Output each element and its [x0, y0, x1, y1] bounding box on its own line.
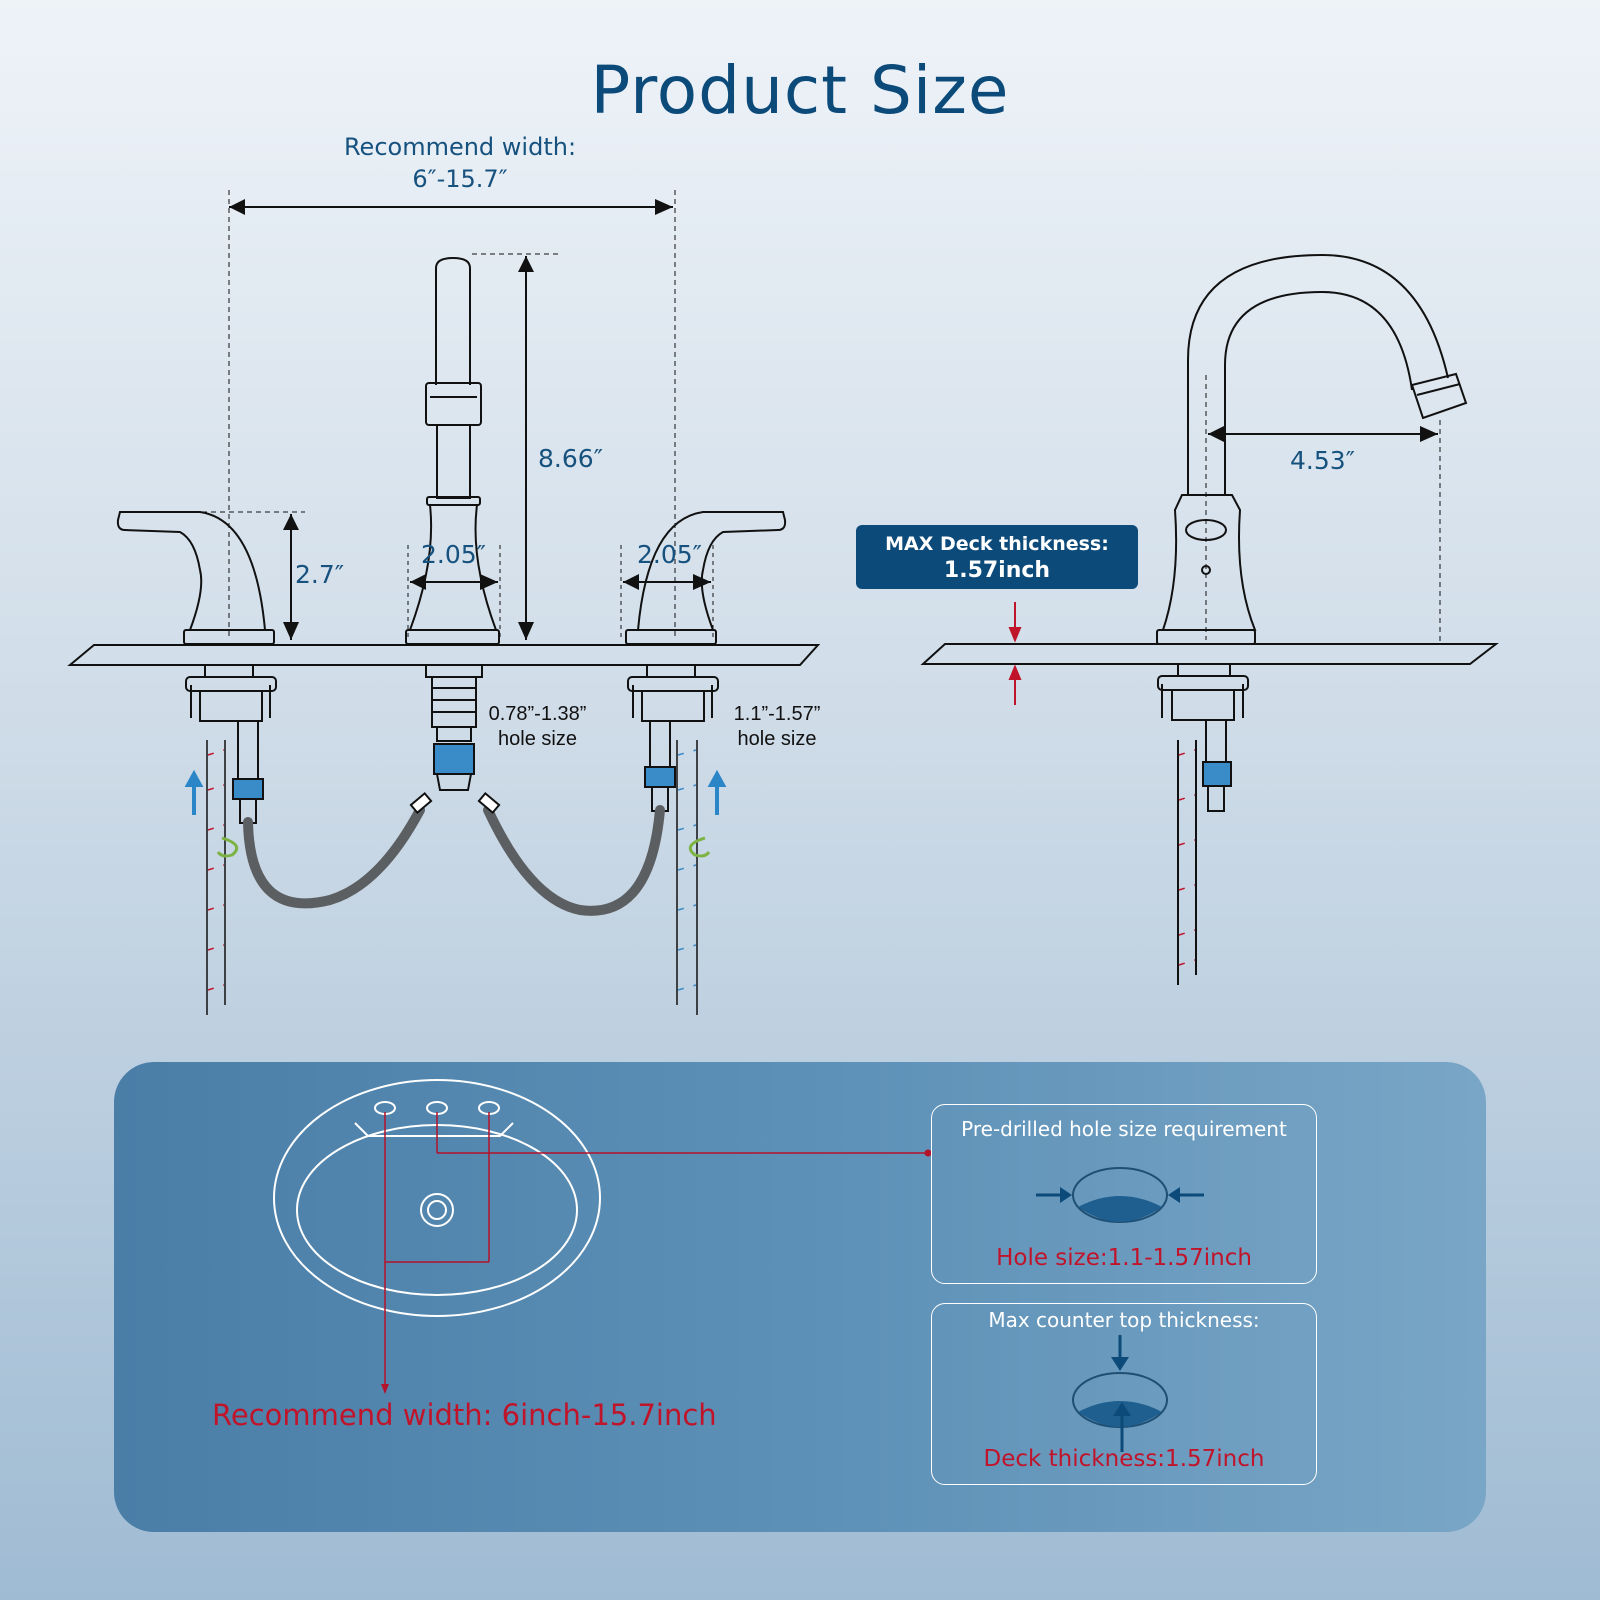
deck-thickness-arrows: [1008, 602, 1022, 705]
rotate-arrow-icons: [216, 836, 711, 858]
deck-plate-side: [920, 643, 1499, 665]
handle-height-dimension: [148, 511, 305, 640]
recommend-width-note: Recommend width: 6inch-15.7inch: [212, 1398, 717, 1432]
recommend-width-value: 6″-15.7″: [412, 165, 508, 193]
spout-reach-dimension: [1205, 375, 1441, 645]
center-hole-size-value: 0.78”-1.38”: [488, 703, 587, 725]
hole-size-card: Pre-drilled hole size requirement Hole s…: [931, 1104, 1317, 1284]
spout-height-label: 8.66″: [538, 444, 604, 473]
hole-card-title: Pre-drilled hole size requirement: [961, 1117, 1287, 1141]
front-view-faucet: [67, 256, 821, 824]
supply-line-right: [676, 740, 698, 1015]
hole-size-icon: [1036, 1167, 1204, 1223]
side-view-faucet: [920, 253, 1499, 985]
badge-line1: MAX Deck thickness:: [885, 533, 1109, 555]
recommend-width-dimension: [228, 190, 676, 640]
installation-panel: [114, 1062, 1486, 1532]
recommend-width-label: Recommend width:: [343, 133, 577, 161]
deck-plate-front: [67, 644, 821, 666]
thickness-card-title: Max counter top thickness:: [988, 1308, 1260, 1332]
thickness-card-value: Deck thickness:1.57inch: [983, 1446, 1265, 1472]
center-hole-size-text: hole size: [498, 728, 577, 750]
spout-base-width-label: 2.05″: [421, 540, 487, 569]
max-deck-thickness-badge: MAX Deck thickness: 1.57inch: [856, 525, 1138, 589]
handle-height-label: 2.7″: [295, 560, 345, 589]
handle-base-width-label: 2.05″: [637, 540, 703, 569]
spout-height-dimension: [472, 253, 562, 640]
flow-arrow-icons: [184, 769, 727, 815]
base-width-dimensions: [407, 545, 714, 640]
side-hole-size-value: 1.1”-1.57”: [733, 703, 821, 725]
badge-line2: 1.57inch: [943, 558, 1051, 583]
width-leader-lines: [384, 1112, 928, 1390]
page-title: Product Size: [590, 52, 1010, 129]
deck-thickness-icon: [1072, 1335, 1168, 1452]
hole-card-value: Hole size:1.1-1.57inch: [996, 1245, 1252, 1271]
spout-reach-label: 4.53″: [1290, 446, 1356, 475]
thickness-card: Max counter top thickness: Deck thicknes…: [931, 1303, 1317, 1485]
supply-line-left: [206, 740, 226, 1015]
side-hole-size-text: hole size: [737, 728, 817, 750]
connector-hoses: [243, 805, 665, 916]
